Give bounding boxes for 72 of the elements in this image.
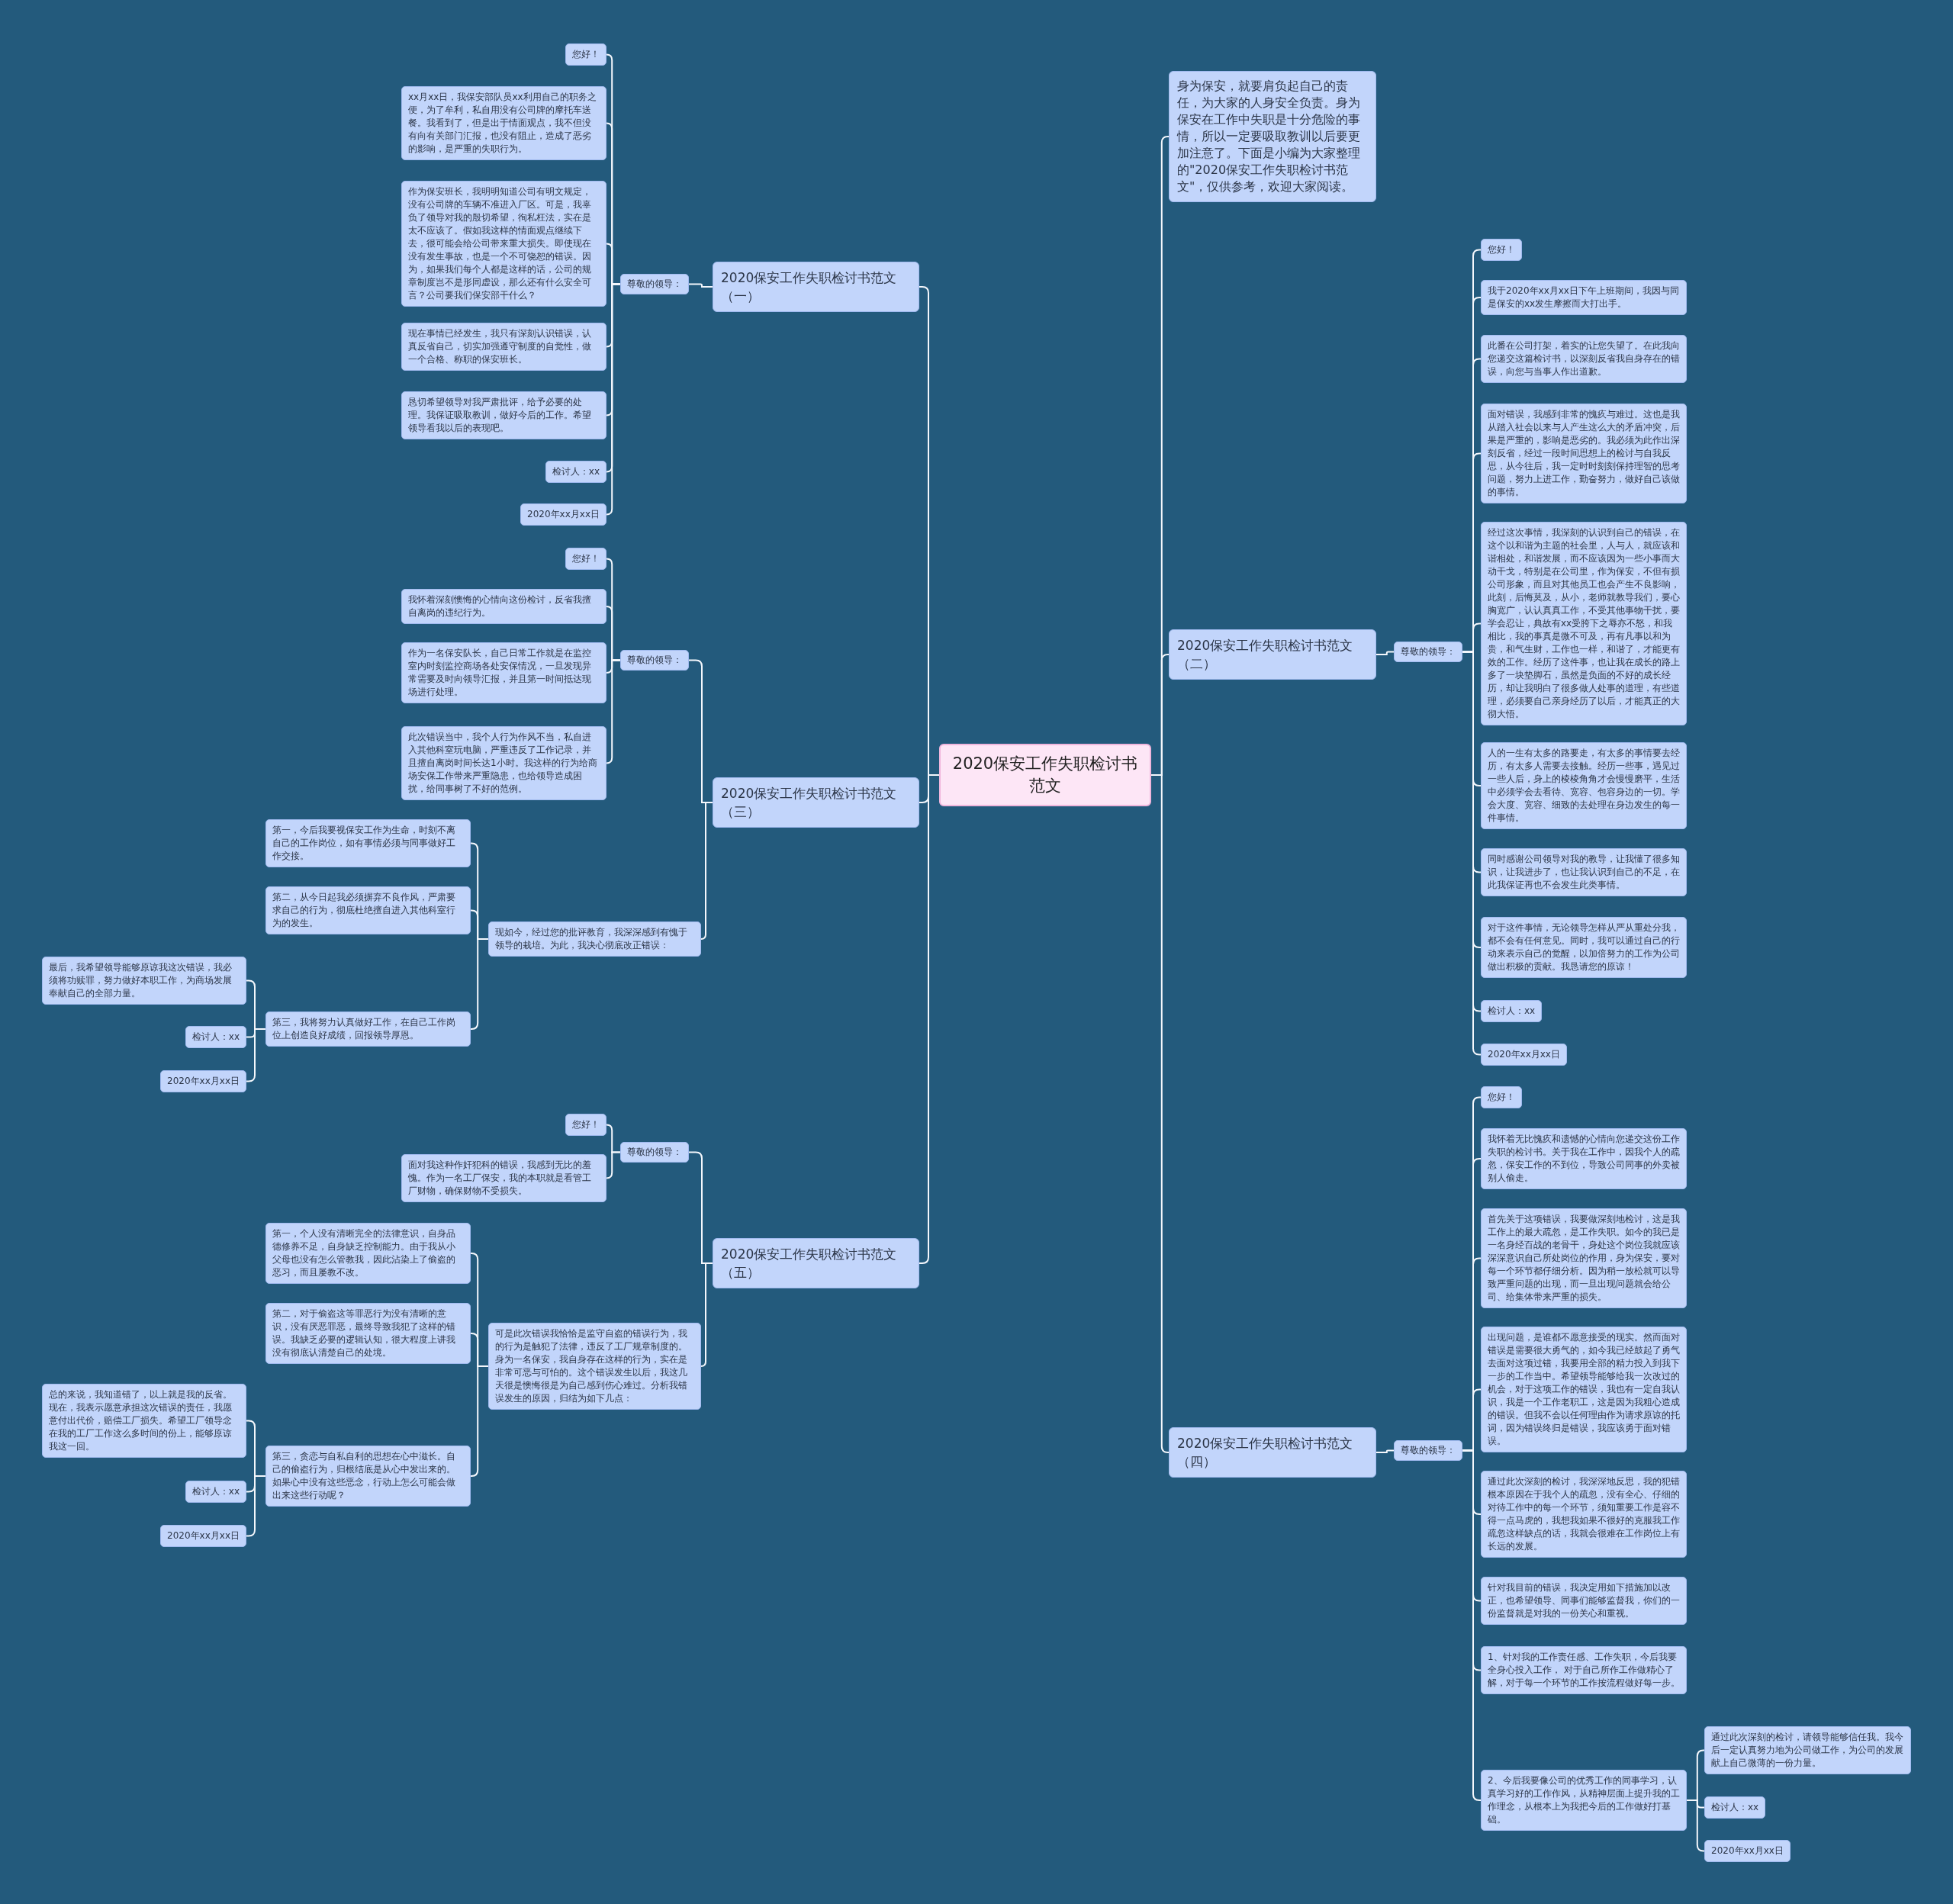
connector-line xyxy=(1375,1449,1395,1453)
connector-line xyxy=(700,802,713,940)
text-card: 第三，贪恋与自私自利的思想在心中滋长。自己的偷盗行为，归根结底是从心中发出来的。如果心中没有这些恶念，行动上怎么可能会做出来这些行动呢？ xyxy=(265,1446,471,1507)
intro-note: 身为保安，就要肩负起自己的责任，为大家的人身安全负责。身为保安在工作中失职是十分危险的事情，所以一定要吸取教训以后要更加注意了。下面是小编为大家整理的"2020保安工作失职检讨书范文"，仅供参考，欢迎大家阅读。 xyxy=(1169,71,1376,202)
text-card: 同时感谢公司领导对我的教导，让我懂了很多知识，让我进步了，也让我认识到自己的不足，在此我保证再也不会发生此类事情。 xyxy=(1481,848,1687,896)
text-card: 2020年xx月xx日 xyxy=(520,503,606,526)
connector-line xyxy=(606,1151,621,1179)
branch-topic: 2020保安工作失职检讨书范文（二） xyxy=(1169,629,1376,680)
connector-line xyxy=(246,1028,266,1082)
greeting-topic: 尊敬的领导： xyxy=(620,274,689,294)
text-card: 您好！ xyxy=(565,1114,606,1136)
text-card: 2020年xx月xx日 xyxy=(1704,1840,1791,1862)
connector-line xyxy=(1375,651,1395,655)
text-card: 2、今后我要像公司的优秀工作的同事学习，认真学习好的工作作风，从精神层面上提升我的工作理念，从根本上为我把今后的工作做好打基础。 xyxy=(1481,1770,1687,1831)
text-card: 对于这件事情，无论领导怎样从严从重处分我，都不会有任何意见。同时，我可以通过自己的行动来表示自己的觉醒，以加倍努力的工作为公司做出积极的贡献。我恳请您的原谅！ xyxy=(1481,917,1687,978)
text-card: 面对我这种作奸犯科的错误，我感到无比的羞愧。作为一名工厂保安，我的本职就是看管工厂财物，确保财物不受损失。 xyxy=(401,1154,606,1202)
connector-line xyxy=(470,938,489,1030)
text-card: 2020年xx月xx日 xyxy=(1481,1044,1567,1066)
text-card: 出现问题，是谁都不愿意接受的现实。然而面对错误是需要很大勇气的，如今我已经鼓起了勇气去面对这项过错，我要用全部的精力投入到我下一步的工作当中。希望领导能够给我一次改过的机会，对于这项工作的错误，我也有一定自我认识，我是一个工作老职工，这是因为我粗心造成的错误。但我不会以任何理由作为请求原谅的托词，因为错误终归是错误，我应该勇于面对错误。 xyxy=(1481,1327,1687,1452)
text-card: 恳切希望领导对我严肃批评，给予必要的处理。我保证吸取教训，做好今后的工作。希望领导看我以后的表现吧。 xyxy=(401,391,606,439)
text-card: 您好！ xyxy=(565,43,606,66)
text-card: 我于2020年xx月xx日下午上班期间，我因与同是保安的xx发生摩擦而大打出手。 xyxy=(1481,280,1687,315)
text-card: 2020年xx月xx日 xyxy=(160,1525,246,1547)
text-card: 总的来说，我知道错了，以上就是我的反省。现在，我表示愿意承担这次错误的责任，我愿意付出代价，赔偿工厂损失。希望工厂领导念在我的工厂工作这么多时间的份上，能够原谅我这一回。 xyxy=(42,1384,246,1458)
text-card: 检讨人：xx xyxy=(1481,1000,1543,1022)
text-card: 第一，个人没有清晰完全的法律意识，自身品德修养不足，自身缺乏控制能力。由于我从小父母也没有怎么管教我，因此沾染上了偷盗的恶习，而且屡教不改。 xyxy=(265,1223,471,1284)
connector-line xyxy=(688,283,713,288)
text-card: 第三，我将努力认真做好工作，在自己工作岗位上创造良好成绩，回报领导厚恩。 xyxy=(265,1011,471,1047)
text-card: 作为一名保安队长，自己日常工作就是在监控室内时刻监控商场各处安保情况，一旦发现异常需要及时向领导汇报，并且第一时间抵达现场进行处理。 xyxy=(401,642,606,703)
connector-line xyxy=(700,1262,713,1367)
text-card: 第二，从今日起我必须摒弃不良作风，严肃要求自己的行为，彻底杜绝擅自进入其他科室行为的发生。 xyxy=(265,886,471,934)
text-card: 第二，对于偷盗这等罪恶行为没有清晰的意识，没有厌恶罪恶，最终导致我犯了这样的错误。我缺乏必要的逻辑认知，很大程度上讲我没有彻底认清楚自己的处境。 xyxy=(265,1303,471,1364)
text-card: 作为保安班长，我明明知道公司有明文规定，没有公司牌的车辆不准进入厂区。可是，我辜负了领导对我的殷切希望，徇私枉法，实在是太不应该了。假如我这样的情面观点继续下去，很可能会给公司带来重大损失。即使现在没有发生事故，也是一个不可饶恕的错误。因为，如果我们每个人都是这样的话，公司的规章制度岂不是形同虚设，那么还有什么安全可言？公司要我们保安部干什么？ xyxy=(401,181,606,307)
text-card: 现如今，经过您的批评教育，我深深感到有愧于领导的栽培。为此，我决心彻底改正错误： xyxy=(488,921,701,957)
greeting-topic: 尊敬的领导： xyxy=(1394,1440,1462,1461)
text-card: 此番在公司打架，着实的让您失望了。在此我向您递交这篇检讨书，以深刻反省我自身存在的错误，向您与当事人作出道歉。 xyxy=(1481,335,1687,383)
text-card: 我怀着深刻懊悔的心情向这份检讨，反省我擅自离岗的违纪行为。 xyxy=(401,589,606,624)
branch-topic: 2020保安工作失职检讨书范文（三） xyxy=(713,777,919,828)
text-card: 检讨人：xx xyxy=(1704,1796,1766,1819)
greeting-topic: 尊敬的领导： xyxy=(1394,642,1462,662)
text-card: 您好！ xyxy=(1481,239,1522,261)
text-card: 第一，今后我要视保安工作为生命，时刻不离自己的工作岗位，如有事情必须与同事做好工作交接。 xyxy=(265,819,471,867)
text-card: 您好！ xyxy=(565,548,606,570)
text-card: 最后，我希望领导能够原谅我这次错误，我必须将功赎罪，努力做好本职工作，为商场发展奉献自己的全部力量。 xyxy=(42,957,246,1005)
text-card: 面对错误，我感到非常的愧疚与难过。这也是我从踏入社会以来与人产生这么大的矛盾冲突，后果是严重的，影响是恶劣的。我必须为此作出深刻反省，经过一段时间思想上的检讨与自我反思，从今往后，我一定时时刻刻保持理智的思考问题，努力上进工作，勤奋努力，做好自己该做的事情。 xyxy=(1481,404,1687,503)
text-card: 您好！ xyxy=(1481,1086,1522,1108)
connector-line xyxy=(1686,1799,1705,1852)
text-card: 现在事情已经发生，我只有深刻认识错误，认真反省自己，切实加强遵守制度的自觉性，做一个合格、称职的保安班长。 xyxy=(401,323,606,371)
text-card: 检讨人：xx xyxy=(185,1481,246,1503)
text-card: 针对我目前的错误，我决定用如下措施加以改正，也希望领导、同事们能够监督我，你们的一份监督就是对我的一份关心和重视。 xyxy=(1481,1577,1687,1625)
branch-topic: 2020保安工作失职检讨书范文（四） xyxy=(1169,1427,1376,1478)
central-topic: 2020保安工作失职检讨书范文 xyxy=(939,744,1151,806)
text-card: 此次错误当中，我个人行为作风不当，私自进入其他科室玩电脑，严重违反了工作记录，并且擅自离岗时间长达1小时。我这样的行为给商场安保工作带来严重隐患，也给领导造成困扰，给同事树了不好的范例。 xyxy=(401,726,606,800)
connector-line xyxy=(606,659,621,764)
text-card: 通过此次深刻的检讨，我深深地反思，我的犯错根本原因在于我个人的疏忽，没有全心、仔细的对待工作中的每一个环节，须知重要工作是容不得一点马虎的，我想我如果不很好的克服我工作疏忽这样缺点的话，我就会很难在工作岗位上有长远的发展。 xyxy=(1481,1471,1687,1558)
branch-topic: 2020保安工作失职检讨书范文（一） xyxy=(713,262,919,312)
text-card: 检讨人：xx xyxy=(185,1026,246,1048)
text-card: 经过这次事情，我深刻的认识到自己的错误，在这个以和谐为主题的社会里，人与人，就应该和谐相处，和谐发展，而不应该因为一些小事而大动干戈，特别是在公司里，作为保安，不但有损公司形象，而且对其他员工也会产生不良影响，此刻，后悔莫及，从小，老师就教导我们，要心胸宽广，认认真真工作，不受其他事物干扰，要学会忍让，典故有xx受胯下之辱亦不怒，和我相比，我的事真是微不可及，再有凡事以和为贵，和气生财，工作也一样，和谐了，才能更有效的工作。经历了这件事，也让我在成长的路上多了一块垫脚石，虽然是负面的不好的成长经历，却让我明白了很多做人处事的道理，有些道理，必须要自己亲身经历了以后，才能真正的大彻大悟。 xyxy=(1481,522,1687,725)
text-card: 通过此次深刻的检讨，请领导能够信任我。我今后一定认真努力地为公司做工作，为公司的发展献上自己微薄的一份力量。 xyxy=(1704,1726,1911,1774)
text-card: 我怀着无比愧疚和遗憾的心情向您递交这份工作失职的检讨书。关于我在工作中，因我个人的疏忽，保安工作的不到位，导致公司同事的外卖被别人偷走。 xyxy=(1481,1128,1687,1189)
text-card: 首先关于这项错误，我要做深刻地检讨，这是我工作上的最大疏忽，是工作失职。如今的我已是一名身经百战的老骨干，身处这个岗位我就应该深深意识自己所处岗位的作用，身为保安，要对每一个环节都仔细分析。因为稍一放松就可以导致严重问题的出现，而一旦出现问题就会给公司、给集体带来严重的损失。 xyxy=(1481,1208,1687,1308)
text-card: 人的一生有太多的路要走，有太多的事情要去经历，有太多人需要去接触。经历一些事，遇见过一些人后，身上的棱棱角角才会慢慢磨平，生活中必须学会去看待、宽容、包容身边的一切。学会大度、宽容、细致的去处理在身边发生的每一件事情。 xyxy=(1481,742,1687,829)
text-card: 可是此次错误我恰恰是监守自盗的错误行为，我的行为是触犯了法律，违反了工厂规章制度的。身为一名保安，我自身存在这样的行为，实在是非常可恶与可怕的。这个错误发生以后，我这几天很是懊悔很是为自己感到伤心难过。分析我错误发生的原因，归结为如下几点： xyxy=(488,1323,701,1410)
text-card: 2020年xx月xx日 xyxy=(160,1070,246,1092)
connector-line xyxy=(470,1365,489,1477)
text-card: 1、针对我的工作责任感、工作失职，今后我要全身心投入工作， 对于自己所作工作做精心了解，对于每一个环节的工作按流程做好每一步。 xyxy=(1481,1646,1687,1694)
connector-line xyxy=(606,283,621,516)
greeting-topic: 尊敬的领导： xyxy=(620,1142,689,1163)
text-card: xx月xx日，我保安部队员xx利用自己的职务之便，为了牟利，私自用没有公司牌的摩托车送餐。我看到了，但是出于情面观点，我不但没有向有关部门汇报，也没有阻止，造成了恶劣的影响，是严重的失职行为。 xyxy=(401,86,606,160)
text-card: 检讨人：xx xyxy=(545,461,606,483)
greeting-topic: 尊敬的领导： xyxy=(620,650,689,671)
branch-topic: 2020保安工作失职检讨书范文（五） xyxy=(713,1238,919,1288)
